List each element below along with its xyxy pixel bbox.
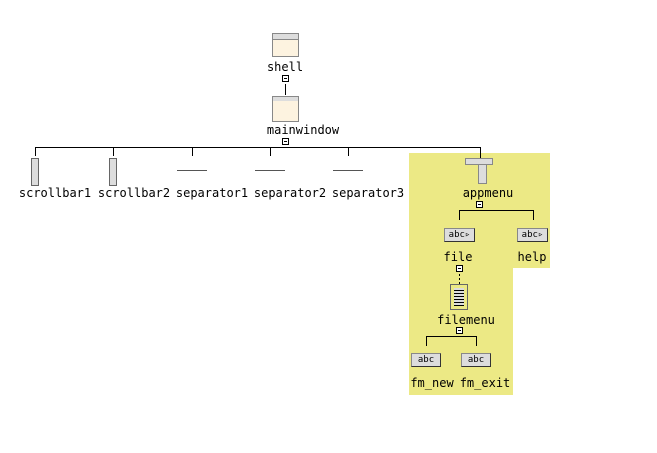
node-label-help[interactable]: help	[517, 250, 547, 264]
node-label-scrollbar1[interactable]: scrollbar1	[18, 186, 92, 200]
node-label-fm_exit[interactable]: fm_exit	[459, 376, 511, 390]
node-label-scrollbar2[interactable]: scrollbar2	[97, 186, 171, 200]
mainwindow-icon[interactable]	[272, 96, 299, 122]
collapse-toggle[interactable]	[282, 75, 289, 82]
collapse-toggle[interactable]	[456, 265, 463, 272]
node-label-fm_new[interactable]: fm_new	[410, 376, 454, 390]
scrollbar-icon[interactable]	[109, 158, 117, 186]
push-button-icon[interactable]: abc	[461, 353, 491, 367]
menubar-icon-pulldown	[478, 164, 487, 184]
node-label-mainwindow[interactable]: mainwindow	[266, 123, 340, 137]
collapse-toggle[interactable]	[282, 138, 289, 145]
cascade-button-icon[interactable]: abc▹	[517, 228, 548, 242]
cascade-button-icon[interactable]: abc▹	[444, 228, 475, 242]
collapse-toggle[interactable]	[476, 201, 483, 208]
collapse-toggle[interactable]	[456, 327, 463, 334]
node-label-filemenu[interactable]: filemenu	[437, 313, 495, 327]
node-label-shell[interactable]: shell	[266, 60, 304, 74]
shell-icon[interactable]	[272, 33, 299, 57]
node-label-separator1[interactable]: separator1	[175, 186, 249, 200]
node-label-separator2[interactable]: separator2	[253, 186, 327, 200]
node-label-file[interactable]: file	[443, 250, 473, 264]
pulldown-menu-icon[interactable]	[450, 284, 468, 310]
push-button-icon[interactable]: abc	[411, 353, 441, 367]
scrollbar-icon[interactable]	[31, 158, 39, 186]
node-label-appmenu[interactable]: appmenu	[462, 186, 514, 200]
node-label-separator3[interactable]: separator3	[331, 186, 405, 200]
